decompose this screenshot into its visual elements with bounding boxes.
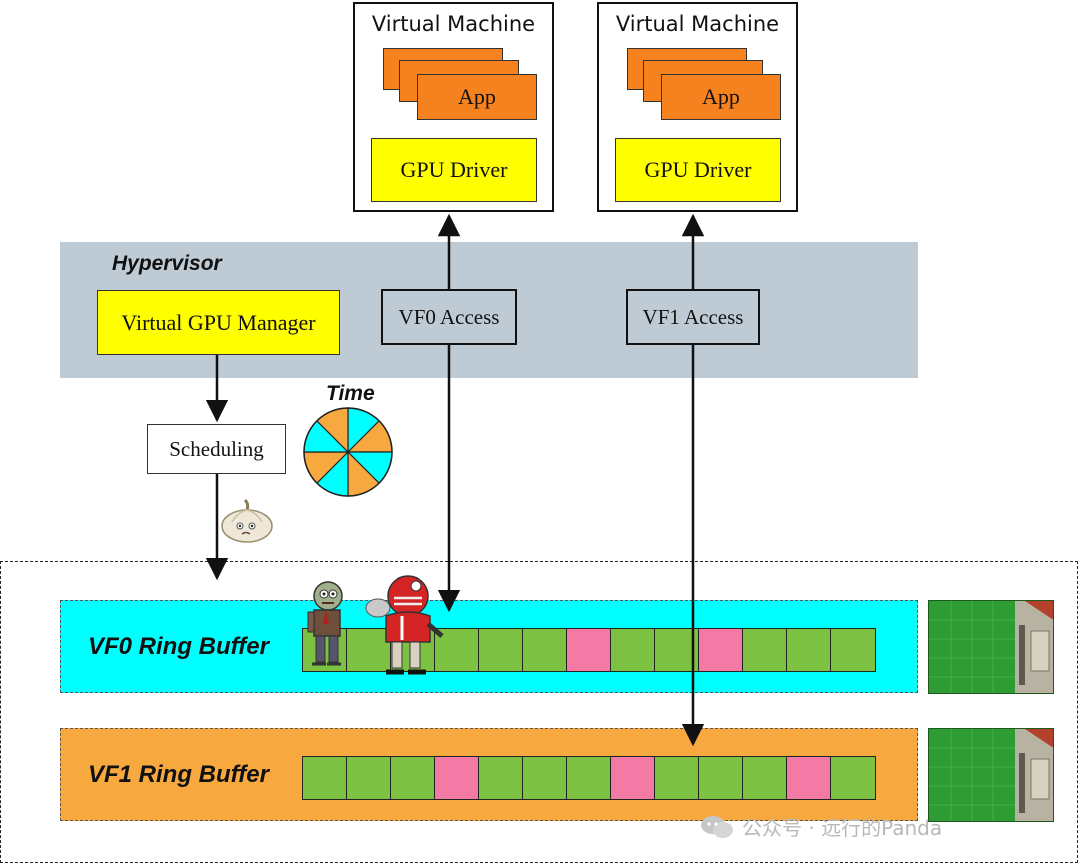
slot-free	[611, 629, 655, 671]
slot-free	[347, 629, 391, 671]
slot-free	[787, 629, 831, 671]
lawn-image-1	[928, 728, 1054, 822]
app-card-front: App	[661, 74, 781, 120]
virtual-machine-1: Virtual Machine App GPU Driver	[597, 2, 798, 212]
vf1-access-label: VF1 Access	[642, 304, 744, 329]
chat-bubble-icon	[701, 815, 733, 838]
slot-free	[699, 757, 743, 799]
app-card-front: App	[417, 74, 537, 120]
slot-free	[831, 629, 875, 671]
app-label: App	[458, 84, 496, 109]
scheduling-label: Scheduling	[169, 436, 264, 461]
football-zombie-icon	[365, 575, 444, 675]
slot-free	[523, 757, 567, 799]
slot-free	[435, 629, 479, 671]
slot-occupied	[567, 629, 611, 671]
slot-occupied	[435, 757, 479, 799]
slot-free	[479, 629, 523, 671]
slot-free	[303, 757, 347, 799]
slot-free	[567, 757, 611, 799]
vf0-access-label: VF0 Access	[398, 304, 500, 329]
slot-occupied	[787, 757, 831, 799]
zombie-icon	[307, 581, 343, 666]
lawn-graphic	[929, 729, 1053, 821]
garlic-icon	[221, 498, 273, 543]
slot-free	[743, 629, 787, 671]
slot-free	[391, 757, 435, 799]
vf1-slots	[302, 756, 876, 800]
vm-title: Virtual Machine	[371, 12, 536, 36]
app-label: App	[702, 84, 740, 109]
gpu-driver-label: GPU Driver	[644, 157, 752, 182]
time-wheel	[303, 407, 393, 497]
slot-occupied	[611, 757, 655, 799]
ring-buffer-region	[0, 561, 1078, 863]
gpu-driver-label: GPU Driver	[400, 157, 508, 182]
lawn-image-0	[928, 600, 1054, 694]
slot-free	[347, 757, 391, 799]
slot-free	[655, 757, 699, 799]
virtual-gpu-manager: Virtual GPU Manager	[97, 290, 340, 355]
vf1-ring-buffer-label: VF1 Ring Buffer	[88, 761, 269, 788]
scheduling-box: Scheduling	[147, 424, 286, 474]
virtual-gpu-manager-label: Virtual GPU Manager	[121, 309, 316, 335]
hypervisor-title: Hypervisor	[112, 252, 222, 275]
watermark-text: 公众号 · 远行的Panda	[742, 816, 943, 840]
slot-free	[743, 757, 787, 799]
gpu-driver: GPU Driver	[371, 138, 537, 202]
slot-free	[831, 757, 875, 799]
lawn-graphic	[929, 601, 1053, 693]
vf1-access: VF1 Access	[626, 289, 760, 345]
watermark: 公众号 · 远行的Panda	[700, 812, 942, 841]
slot-occupied	[699, 629, 743, 671]
vf0-access: VF0 Access	[381, 289, 517, 345]
slot-free	[479, 757, 523, 799]
vm-title: Virtual Machine	[615, 12, 780, 36]
slot-free	[523, 629, 567, 671]
virtual-machine-0: Virtual Machine App GPU Driver	[353, 2, 554, 212]
time-label: Time	[326, 382, 375, 405]
gpu-driver: GPU Driver	[615, 138, 781, 202]
slot-free	[655, 629, 699, 671]
vf0-ring-buffer-label: VF0 Ring Buffer	[88, 633, 269, 660]
